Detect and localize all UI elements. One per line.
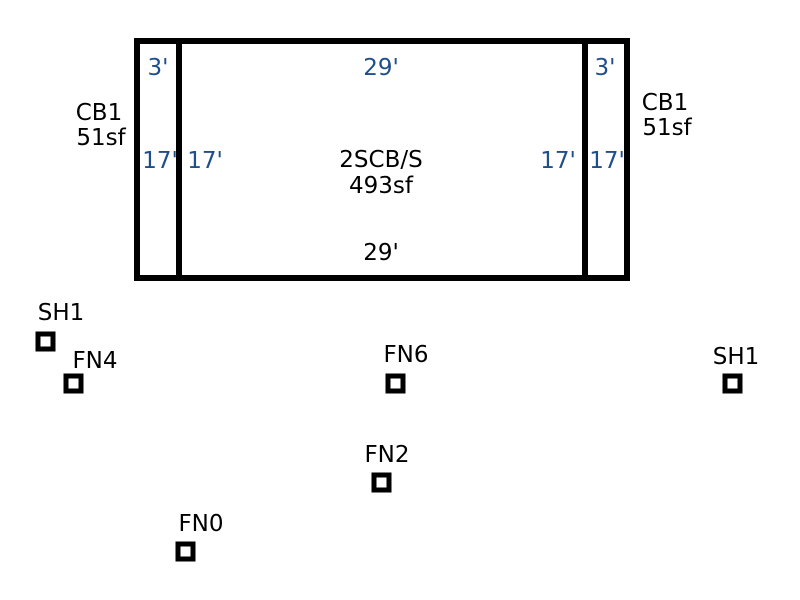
marker-fn4: FN4 [63,348,118,394]
marker-fn0: FN0 [175,511,224,562]
main-top-dimension: 29' [363,55,399,81]
point-marker-icon [722,373,743,394]
left-bay-area: 51sf [76,125,126,151]
right-bay-name: CB1 [642,90,688,116]
marker-label: FN0 [178,511,223,537]
point-marker-icon [371,472,392,493]
left-bay-side-dimension: 17' [142,148,178,174]
point-marker-icon [63,373,84,394]
main-area-size: 493sf [349,173,414,199]
marker-label: SH1 [38,300,85,326]
left-bay-top-dimension: 3' [148,55,169,81]
main-left-dimension: 17' [187,148,223,174]
marker-sh1-left: SH1 [35,300,85,352]
marker-label: SH1 [713,344,760,370]
marker-fn2: FN2 [364,442,410,493]
marker-label: FN6 [383,342,428,368]
right-bay-top-dimension: 3' [595,55,616,81]
main-area-name: 2SCB/S [339,147,422,173]
point-marker-icon [35,331,56,352]
marker-sh1-right: SH1 [713,344,760,394]
point-marker-icon [175,541,196,562]
marker-label: FN2 [364,442,409,468]
right-bay-area: 51sf [642,115,692,141]
marker-fn6: FN6 [383,342,429,394]
marker-label: FN4 [72,348,117,374]
point-marker-icon [385,373,406,394]
right-bay-side-dimension: 17' [589,148,625,174]
main-right-dimension: 17' [540,148,576,174]
main-bottom-dimension: 29' [363,240,399,266]
structure-outline [134,38,630,281]
left-bay-name: CB1 [76,100,122,126]
